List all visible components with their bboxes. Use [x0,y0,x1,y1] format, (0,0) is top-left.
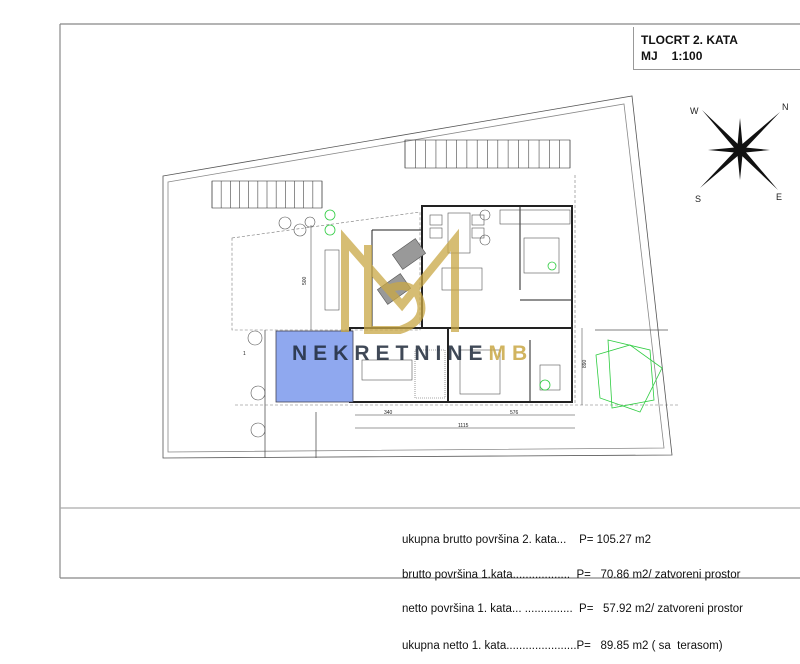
drawing-title: TLOCRT 2. KATA [641,33,738,47]
trees [247,216,316,438]
scale-value: 1:100 [671,49,703,63]
dim-left-segment: 340 [384,410,393,416]
terrace-outline [231,175,680,406]
watermark-name-dark: NEKRETNINE [292,342,489,365]
drawing-scale: MJ 1:100 [641,49,702,63]
dim-total: 1115 [458,423,469,429]
area-line: brutto površina 1.kata..................… [402,568,741,581]
dim-right-vertical: 890 [582,359,588,368]
watermark-name-gold: MB [488,342,534,365]
plot-boundary [162,95,673,459]
vegetation [324,209,663,413]
area-line: ukupna brutto površina 2. kata... P= 105… [402,534,652,546]
title-block [633,27,800,70]
compass-n: N [782,102,789,112]
staircase [211,139,571,209]
compass-s: S [695,194,701,204]
area-line: netto površina 1. kata... ..............… [402,603,744,615]
dimension-lines [310,225,583,429]
compass-e: E [776,192,782,202]
scale-label: MJ [641,49,658,63]
area-line: ukupna netto 1. kata....................… [402,639,723,652]
area-summary: ukupna brutto površina 2. kata... P= 105… [402,512,743,664]
watermark-logo [341,228,459,334]
building-walls [349,205,573,403]
sheet-frame [59,23,800,579]
compass-rose-icon: N E S W [690,102,789,204]
pool [275,330,354,403]
floor-plan-drawing: 340 576 1115 890 500 1 N E S W [59,23,800,579]
compass-w: W [690,106,699,116]
dim-right-segment: 576 [510,410,519,416]
level-marker: 1 [243,351,246,357]
dim-left-vertical: 500 [302,276,308,285]
watermark-text: NEKRETNINEMB [292,342,533,366]
